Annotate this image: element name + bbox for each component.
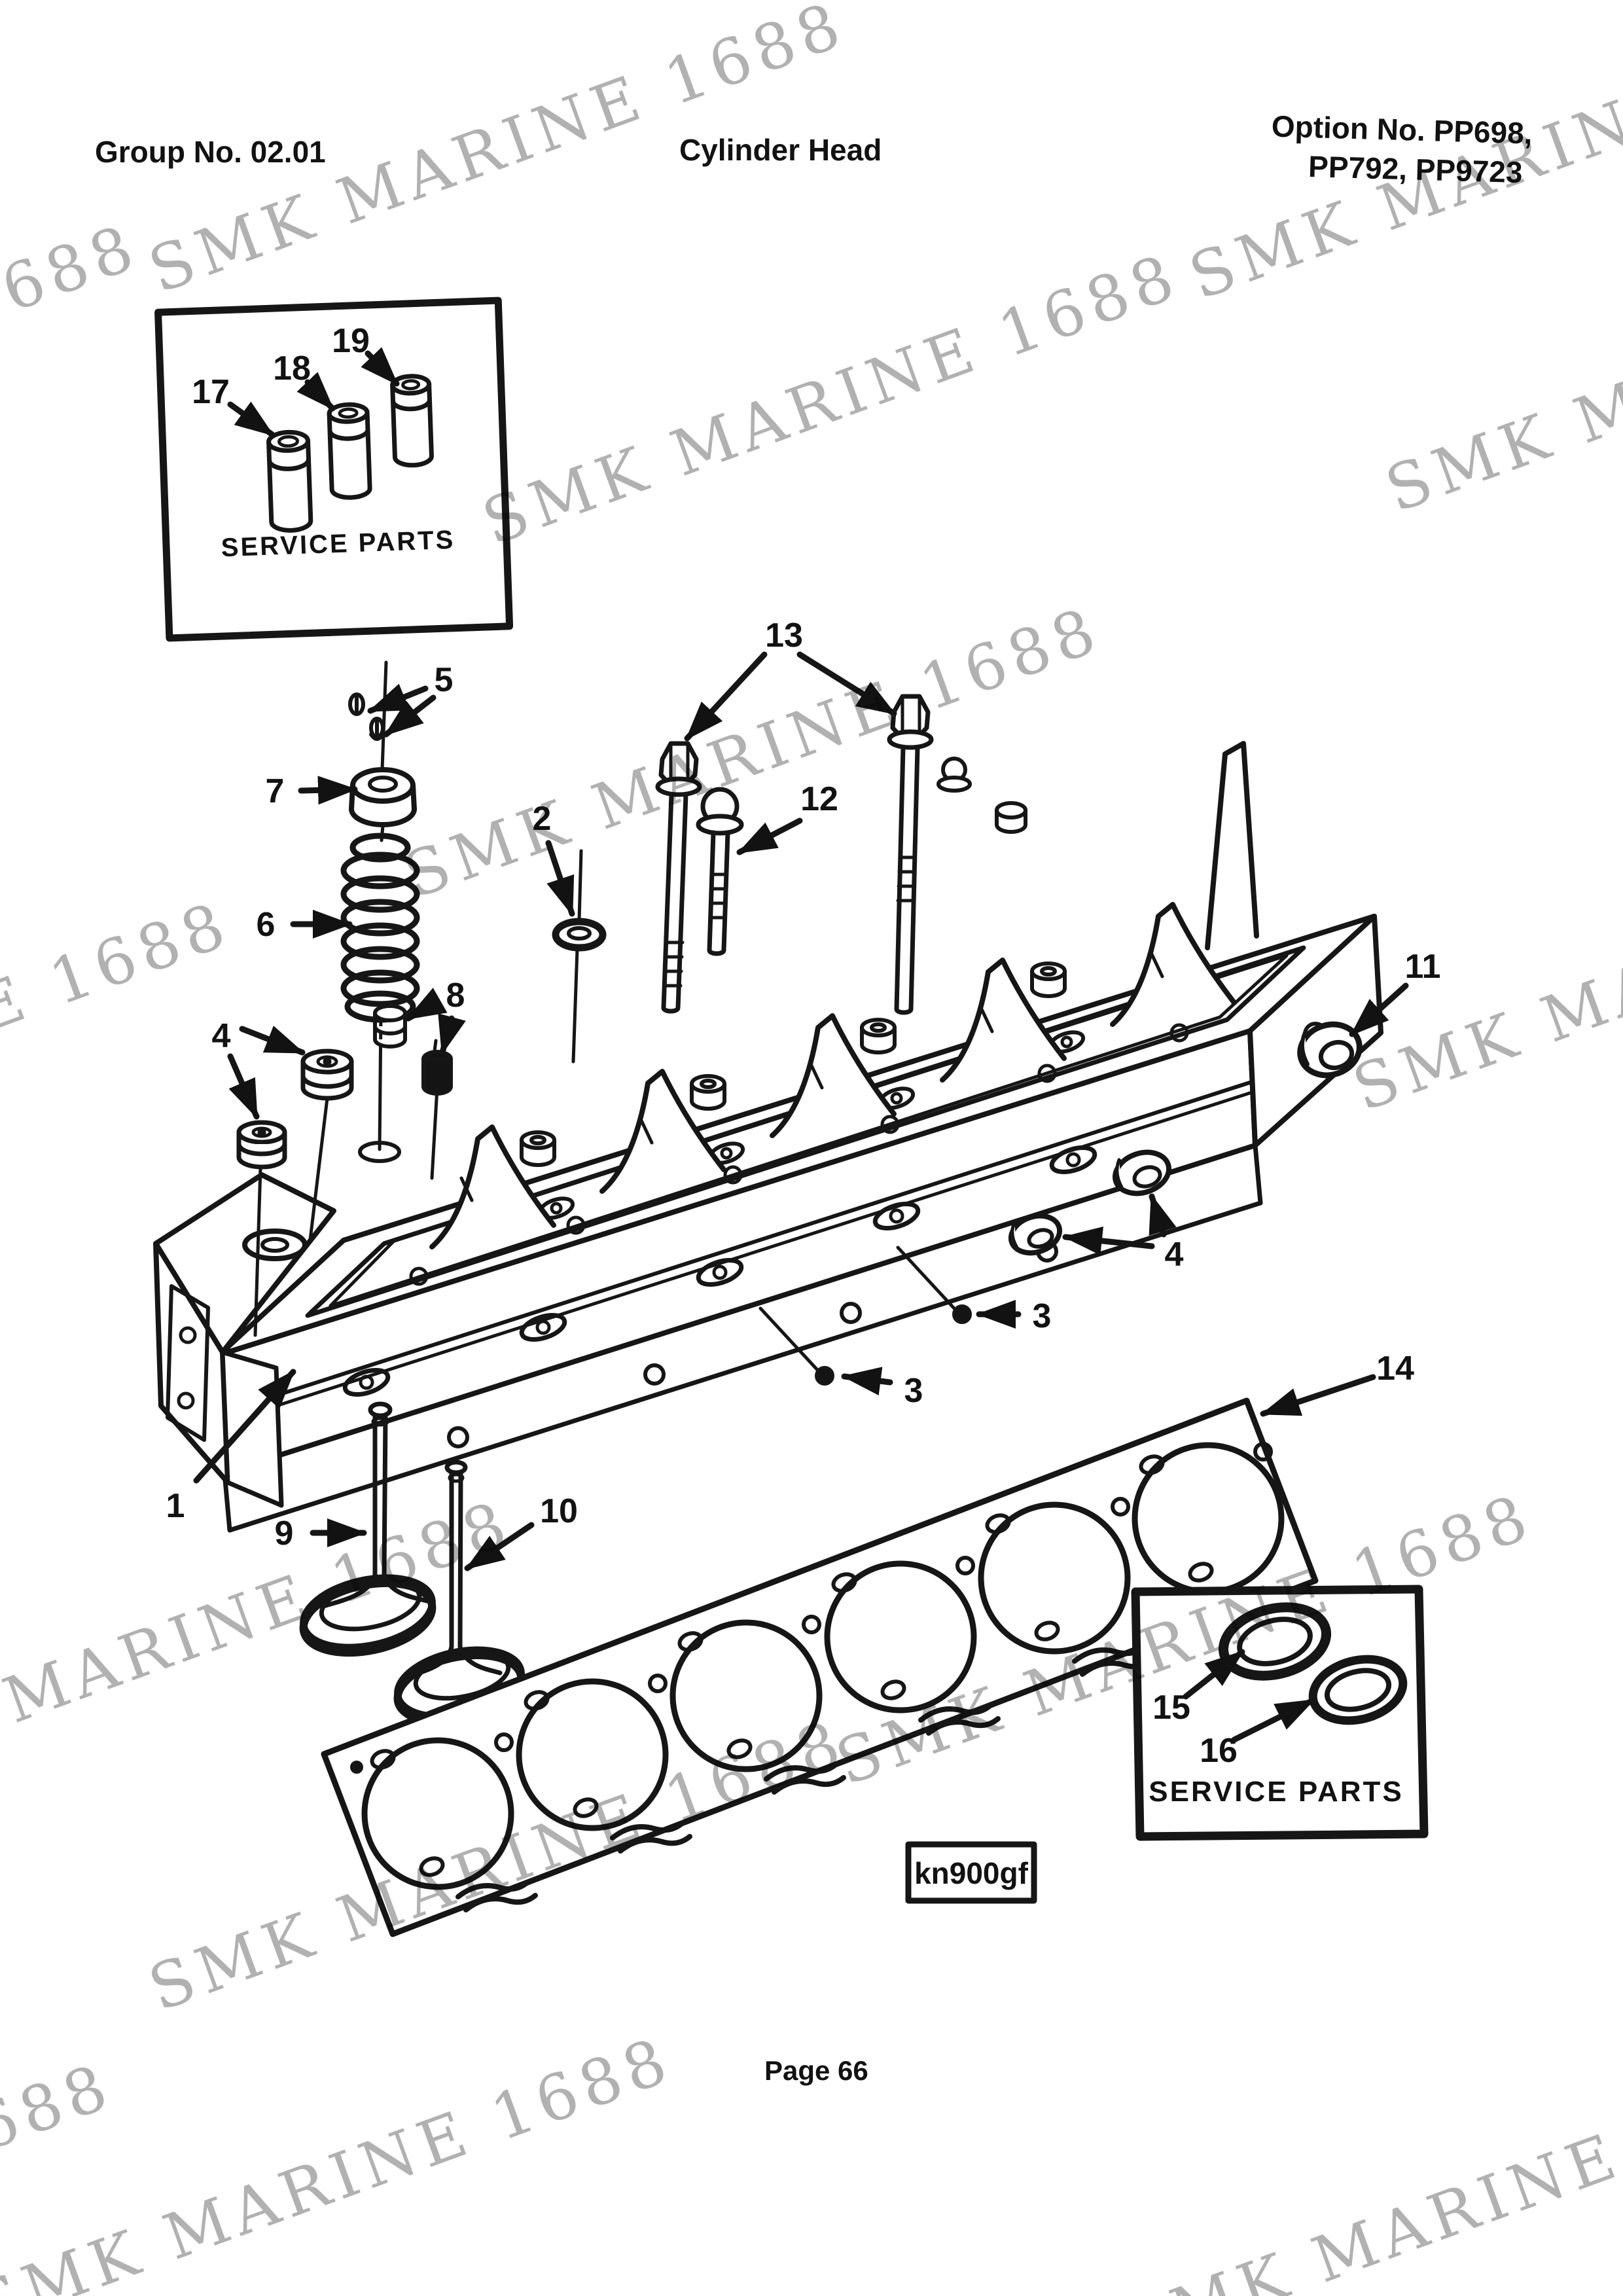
page-number: Page 66 xyxy=(764,2055,868,2086)
callout-3b: 3 xyxy=(904,1372,923,1410)
callout-13: 13 xyxy=(765,617,803,655)
service-parts-label-bottom: SERVICE PARTS xyxy=(1149,1776,1403,1808)
page-title: Cylinder Head xyxy=(679,133,882,167)
figure-code-box xyxy=(905,1841,1037,1904)
steam-slots xyxy=(455,1585,1308,1912)
callout-1: 1 xyxy=(166,1487,185,1525)
installed-seal-caps xyxy=(520,757,1067,1167)
callout-18: 18 xyxy=(273,350,311,387)
callout-17: 17 xyxy=(192,373,230,411)
service-parts-box-top xyxy=(154,296,514,642)
callout-11: 11 xyxy=(1405,948,1441,986)
callout-8: 8 xyxy=(446,977,465,1014)
callout-6: 6 xyxy=(257,906,276,944)
valve-guide-19 xyxy=(390,374,434,468)
check-balls xyxy=(758,1246,972,1386)
intake-valve xyxy=(299,1401,437,1657)
callout-4: 4 xyxy=(212,1017,231,1055)
seal-cap-a xyxy=(300,1049,354,1242)
head-bolt-long-a xyxy=(655,741,702,1014)
valve-spring xyxy=(340,833,420,1023)
head-gasket xyxy=(321,1397,1319,1937)
callout-5: 5 xyxy=(435,661,454,699)
group-number: Group No. 02.01 xyxy=(95,135,326,169)
callout-3: 3 xyxy=(1033,1297,1052,1335)
callout-15: 15 xyxy=(1152,1689,1190,1727)
thrust-washer xyxy=(552,849,607,1064)
figure-code: kn900gf xyxy=(914,1856,1029,1890)
head-bolt-short xyxy=(696,787,744,956)
valve-keepers xyxy=(348,692,385,741)
valve-stem-seal xyxy=(373,1004,407,1049)
callout-19: 19 xyxy=(332,322,370,360)
sealing-plug-right-b xyxy=(1008,1213,1063,1256)
callout-4b: 4 xyxy=(1165,1236,1184,1274)
callout-2: 2 xyxy=(533,800,552,838)
valve-guide-18 xyxy=(327,402,372,500)
spring-retainer xyxy=(349,767,417,827)
option-number-line1: Option No. PP698, xyxy=(1271,109,1533,151)
callout-7: 7 xyxy=(266,772,285,810)
callout-12: 12 xyxy=(800,780,838,818)
option-number-line2: PP792, PP9723 xyxy=(1308,149,1524,190)
cylinder-head-body xyxy=(153,741,1383,1533)
sealing-plug-right-a xyxy=(1112,1149,1172,1196)
callout-10: 10 xyxy=(540,1492,578,1530)
callout-14: 14 xyxy=(1376,1350,1414,1388)
callout-16: 16 xyxy=(1200,1732,1238,1770)
head-bolt-long-b xyxy=(887,694,934,1015)
rocker-pedestals xyxy=(429,741,1259,1249)
valve-guide-17 xyxy=(266,429,313,533)
cup-plug-11 xyxy=(1297,1021,1363,1079)
seal-cap-b xyxy=(236,1120,287,1337)
leader-arrows xyxy=(193,347,1409,1743)
option-number: Option No. PP698, PP792, PP9723 xyxy=(1270,106,1533,192)
callout-9: 9 xyxy=(275,1515,294,1552)
valve-train-column xyxy=(340,660,453,1180)
